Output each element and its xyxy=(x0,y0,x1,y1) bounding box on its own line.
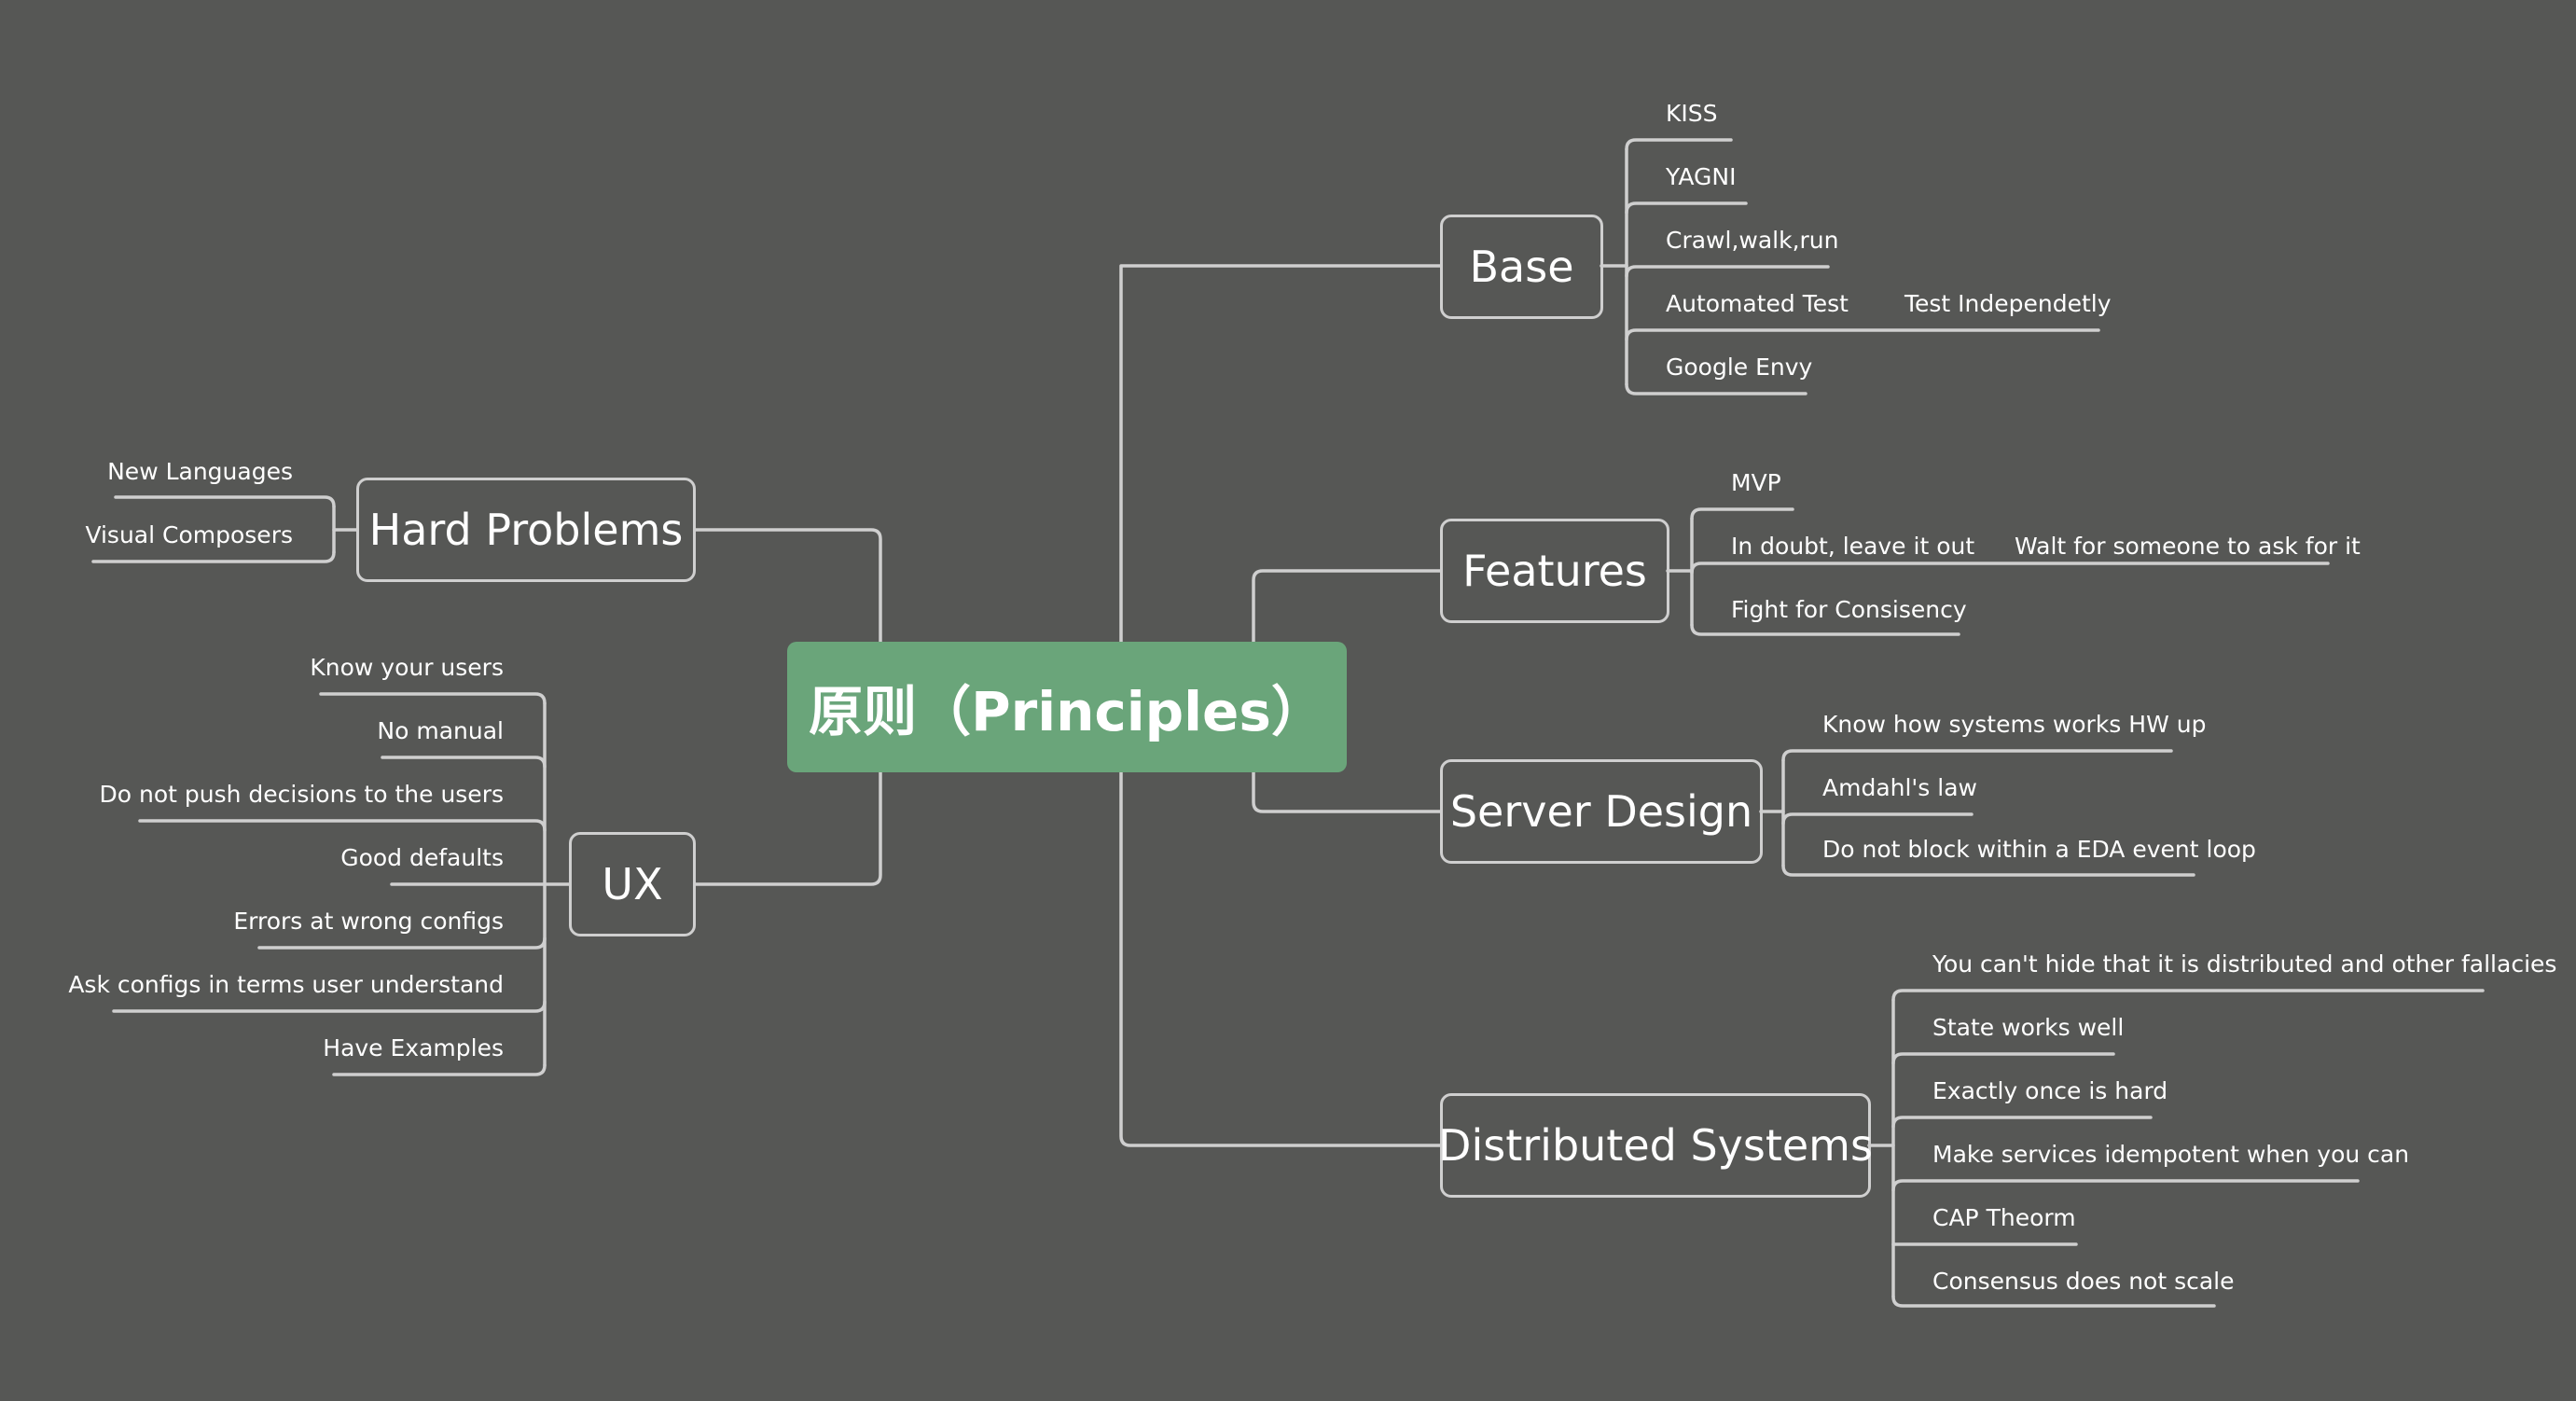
leaf-server-know-hw[interactable]: Know how systems works HW up xyxy=(1822,711,2207,738)
leaf-features-walt-for-someone[interactable]: Walt for someone to ask for it xyxy=(2015,533,2361,560)
node-ux-label: UX xyxy=(602,859,663,909)
leaf-ux-push-decisions[interactable]: Do not push decisions to the users xyxy=(99,781,504,808)
leaf-ds-exactly-once[interactable]: Exactly once is hard xyxy=(1932,1077,2168,1104)
node-base-label: Base xyxy=(1469,242,1574,292)
node-base[interactable]: Base xyxy=(1440,215,1603,319)
root-node[interactable]: 原则（Principles） xyxy=(787,642,1347,772)
leaf-ux-know-users[interactable]: Know your users xyxy=(310,654,504,681)
leaf-features-mvp[interactable]: MVP xyxy=(1731,469,1781,496)
leaf-hard-visual-composers[interactable]: Visual Composers xyxy=(85,521,293,548)
leaf-ux-ask-configs[interactable]: Ask configs in terms user understand xyxy=(68,971,504,998)
leaf-features-in-doubt[interactable]: In doubt, leave it out xyxy=(1731,533,1975,560)
root-label: 原则（Principles） xyxy=(809,680,1325,743)
leaf-features-consistency[interactable]: Fight for Consisency xyxy=(1731,596,1967,623)
leaf-base-test-independetly[interactable]: Test Independetly xyxy=(1904,290,2112,317)
leaf-base-google-envy[interactable]: Google Envy xyxy=(1666,354,1813,381)
leaf-server-amdahl[interactable]: Amdahl's law xyxy=(1822,774,1977,801)
leaf-base-crawl-walk-run[interactable]: Crawl,walk,run xyxy=(1666,227,1839,254)
leaf-ds-idempotent[interactable]: Make services idempotent when you can xyxy=(1932,1141,2410,1168)
node-distributed-systems[interactable]: Distributed Systems xyxy=(1438,1093,1873,1198)
leaf-ds-state[interactable]: State works well xyxy=(1932,1014,2125,1041)
node-server-design-label: Server Design xyxy=(1449,786,1753,837)
leaf-base-yagni[interactable]: YAGNI xyxy=(1666,163,1737,190)
leaf-ds-fallacies[interactable]: You can't hide that it is distributed an… xyxy=(1932,950,2557,978)
leaf-base-kiss[interactable]: KISS xyxy=(1666,100,1718,127)
node-distributed-systems-label: Distributed Systems xyxy=(1438,1120,1873,1171)
node-features[interactable]: Features xyxy=(1440,519,1669,623)
node-hard-problems-label: Hard Problems xyxy=(368,505,684,555)
leaf-ds-consensus[interactable]: Consensus does not scale xyxy=(1932,1268,2235,1295)
node-server-design[interactable]: Server Design xyxy=(1440,759,1763,864)
node-hard-problems[interactable]: Hard Problems xyxy=(356,478,696,582)
leaf-server-eda-loop[interactable]: Do not block within a EDA event loop xyxy=(1822,836,2256,863)
leaf-ux-no-manual[interactable]: No manual xyxy=(377,717,504,744)
leaf-base-automated-test[interactable]: Automated Test xyxy=(1666,290,1849,317)
leaf-ux-errors-configs[interactable]: Errors at wrong configs xyxy=(233,908,504,935)
leaf-ux-have-examples[interactable]: Have Examples xyxy=(323,1034,504,1061)
leaf-ds-cap[interactable]: CAP Theorm xyxy=(1932,1204,2076,1231)
leaf-hard-new-languages[interactable]: New Languages xyxy=(107,458,293,485)
leaf-ux-good-defaults[interactable]: Good defaults xyxy=(340,844,504,871)
node-features-label: Features xyxy=(1462,546,1647,596)
node-ux[interactable]: UX xyxy=(569,832,696,936)
